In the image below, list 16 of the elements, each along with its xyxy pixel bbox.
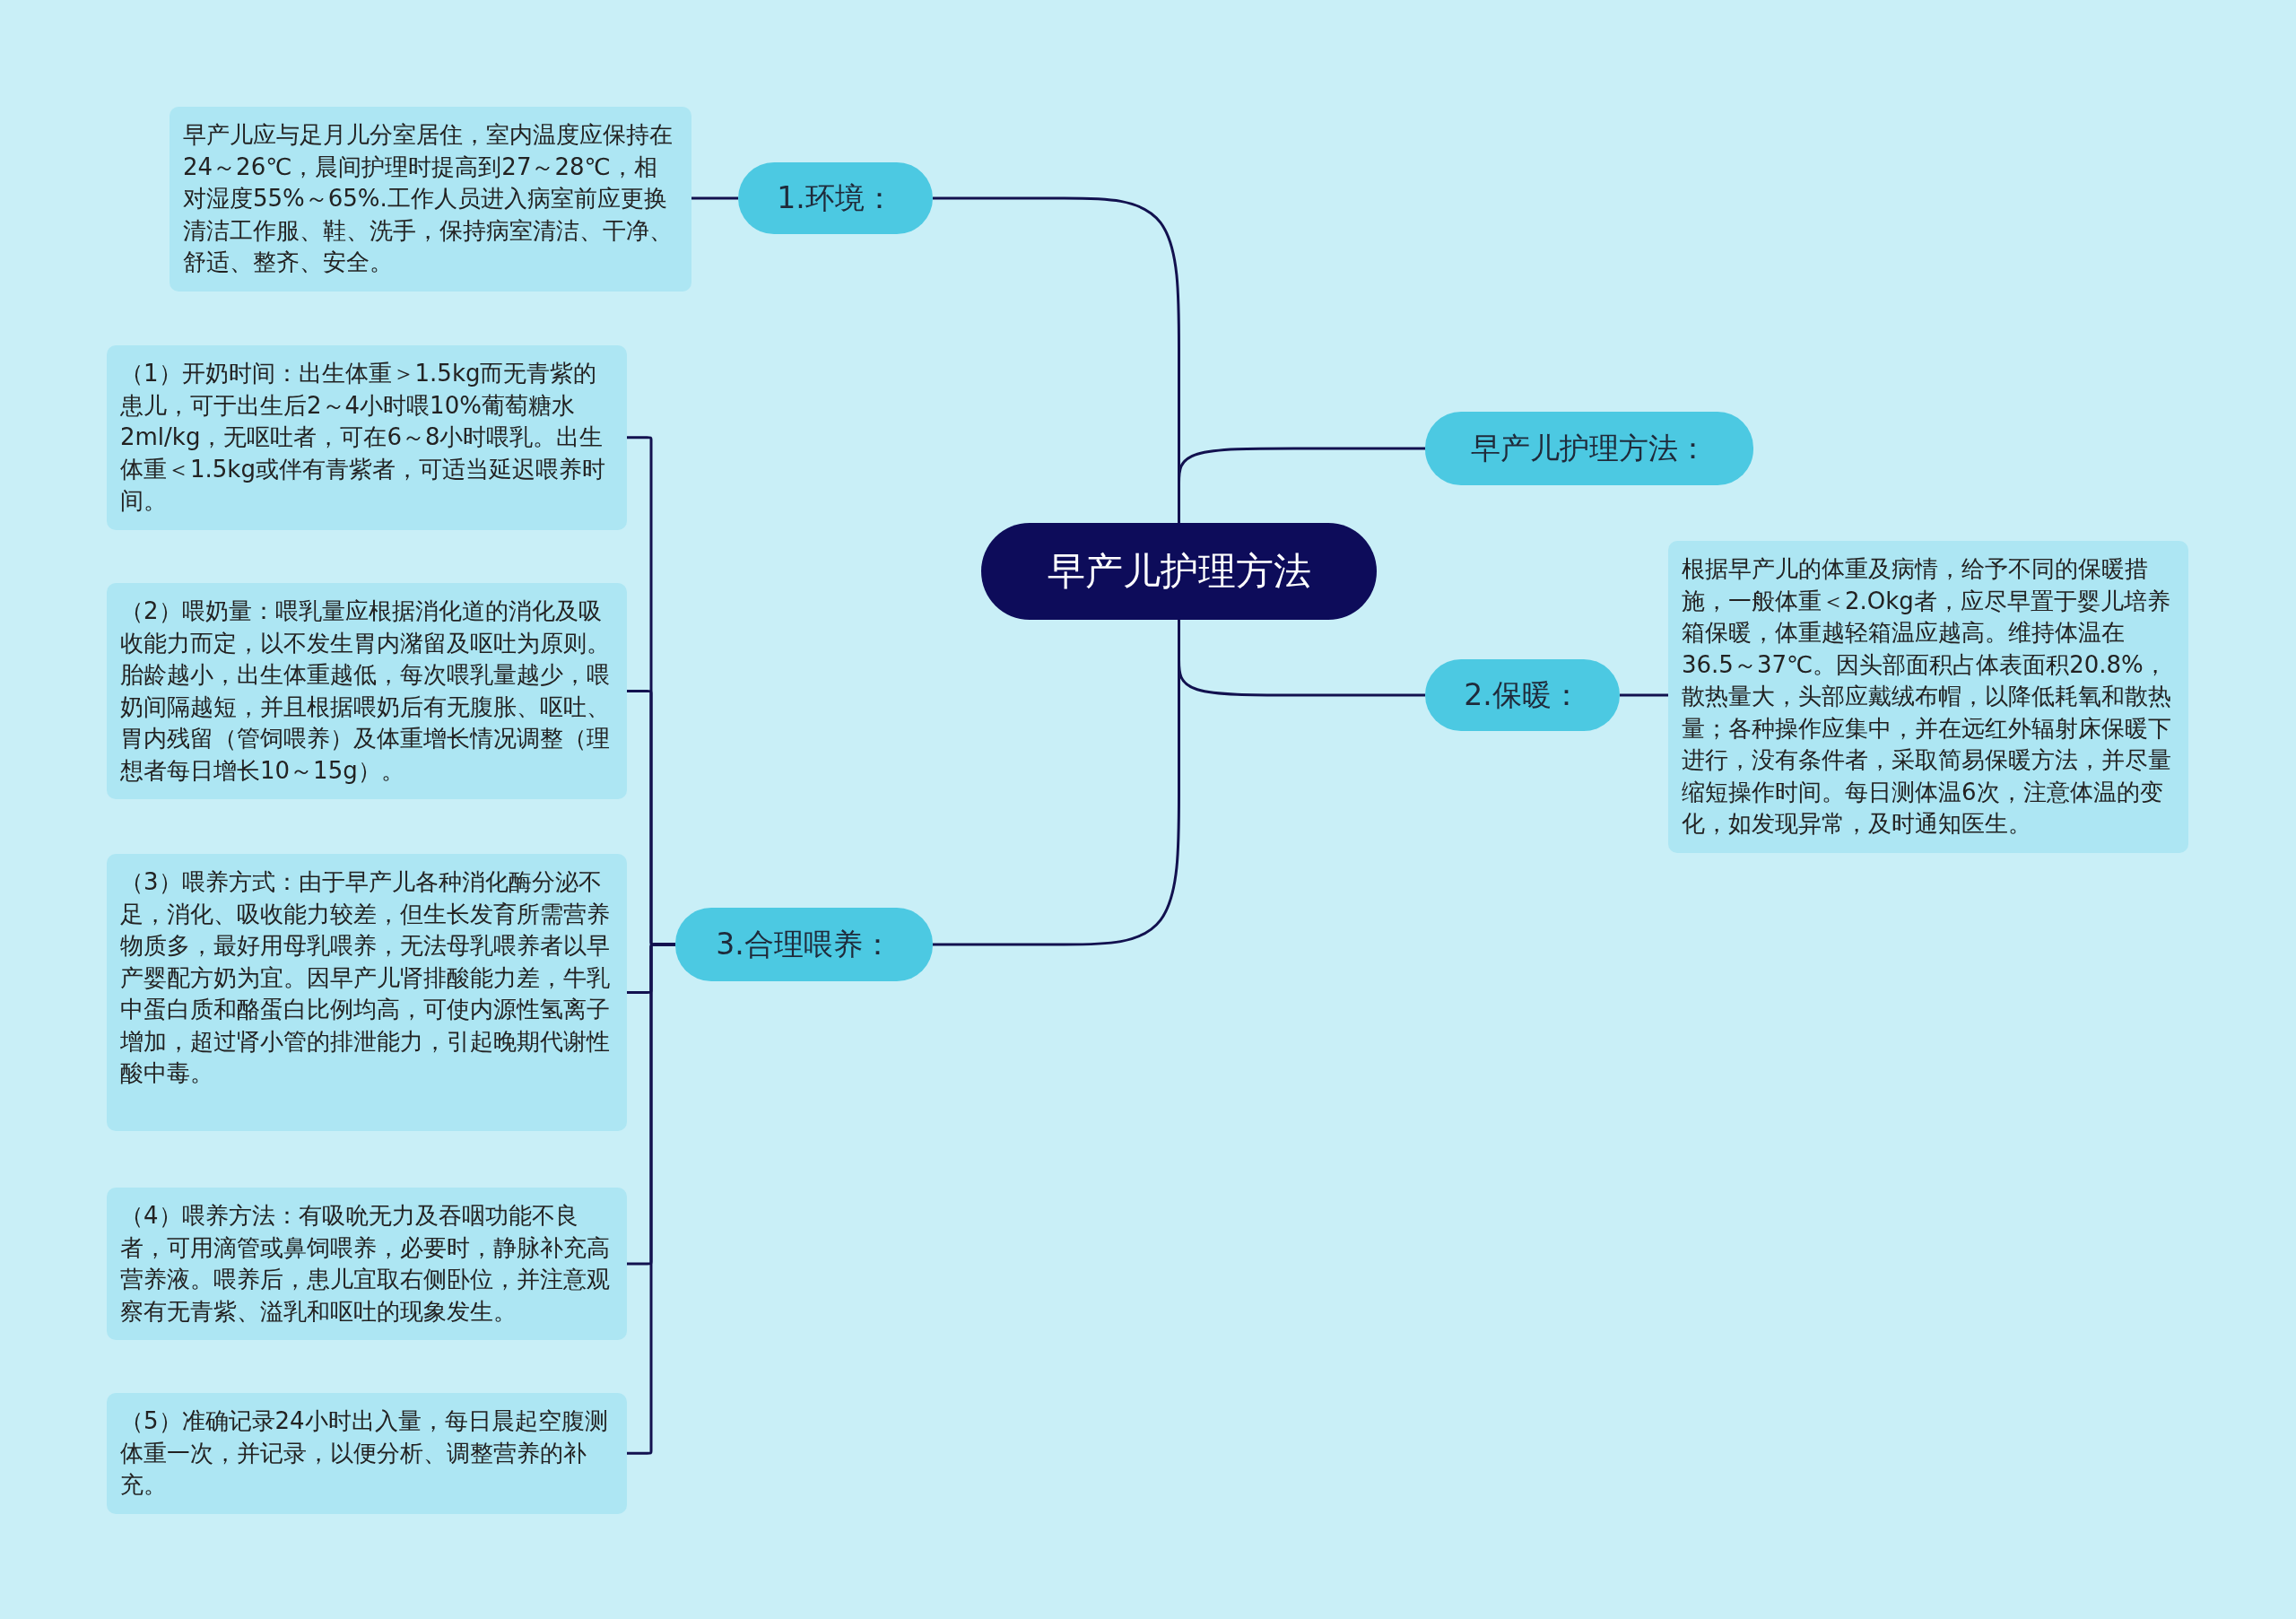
- topic-pill: 3.合理喂养：: [675, 908, 933, 981]
- topic-pill: 1.环境：: [738, 162, 933, 234]
- text-card: （2）喂奶量：喂乳量应根据消化道的消化及吸收能力而定，以不发生胃内潴留及呕吐为原则。胎龄越小，出生体重越低，每次喂乳量越少，喂奶间隔越短，并且根据喂奶后有无腹胀、呕吐、胃内残留（管饲喂养）及体重增长情况调整（理想者每日增长10～15g）。: [107, 583, 627, 799]
- topic-pill: 早产儿护理方法：: [1425, 412, 1753, 485]
- text-card: （5）准确记录24小时出入量，每日晨起空腹测体重一次，并记录，以便分析、调整营养的补充。: [107, 1393, 627, 1514]
- connector-line: [1178, 447, 1425, 523]
- connector-line: [691, 196, 738, 200]
- connector-line: [627, 943, 675, 1455]
- text-card: （4）喂养方法：有吸吮无力及吞咽功能不良者，可用滴管或鼻饲喂养，必要时，静脉补充高营养液。喂养后，患儿宜取右侧卧位，并注意观察有无青紫、溢乳和呕吐的现象发生。: [107, 1188, 627, 1340]
- text-card: 早产儿应与足月儿分室居住，室内温度应保持在24～26℃，晨间护理时提高到27～28℃，相对湿度55%～65%.工作人员进入病室前应更换清洁工作服、鞋、洗手，保持病室清洁、干净、舒适、整齐、安全。: [170, 107, 691, 292]
- text-card: 根据早产儿的体重及病情，给予不同的保暖措施，一般体重＜2.Okg者，应尽早置于婴儿培养箱保暖，体重越轻箱温应越高。维持体温在36.5～37℃。因头部面积占体表面积20.8%，散热量大，头部应戴绒布帽，以降低耗氧和散热量；各种操作应集中，并在远红外辐射床保暖下进行，没有条件者，采取简易保暖方法，并尽量缩短操作时间。每日测体温6次，注意体温的变化，如发现异常，及时通知医生。: [1668, 541, 2188, 853]
- connector-line: [1620, 693, 1668, 697]
- topic-pill: 2.保暖：: [1425, 659, 1620, 731]
- central-topic: 早产儿护理方法: [981, 523, 1377, 620]
- text-card: （3）喂养方式：由于早产儿各种消化酶分泌不足，消化、吸收能力较差，但生长发育所需营养物质多，最好用母乳喂养，无法母乳喂养者以早产婴配方奶为宜。因早产儿肾排酸能力差，牛乳中蛋白质和酪蛋白比例均高，可使内源性氢离子增加，超过肾小管的排泄能力，引起晚期代谢性酸中毒。: [107, 854, 627, 1131]
- text-card: （1）开奶时间：出生体重＞1.5kg而无青紫的患儿，可于出生后2～4小时喂10%葡萄糖水2ml/kg，无呕吐者，可在6～8小时喂乳。出生体重＜1.5kg或伴有青紫者，可适当延迟喂养时间。: [107, 345, 627, 530]
